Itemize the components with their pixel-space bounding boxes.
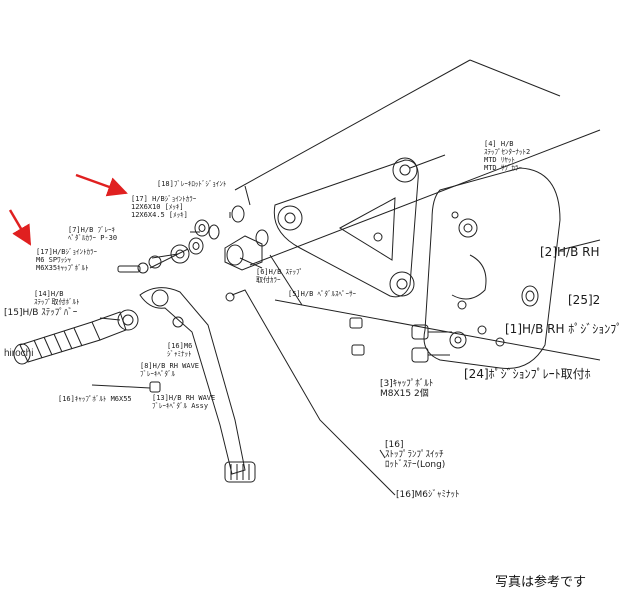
position-bolts: [349, 317, 452, 363]
guide-line: [234, 59, 471, 191]
label-part-1: [1]H/B RH ﾎﾟｼﾞｼｮﾝﾌﾟ: [505, 322, 622, 336]
m6-bolt: [91, 384, 151, 389]
label-part-7: [7]H/B ﾌﾞﾚｰｷﾍﾟﾀﾞﾙｶﾗｰ P-30: [68, 226, 118, 242]
indicator-arrow-left: [8, 209, 32, 246]
label-part-18: [18]ﾌﾞﾚｰｷﾛｯﾄﾞｼﾞｮｲﾝﾄ: [157, 180, 227, 188]
indicator-arrow-top: [75, 173, 128, 197]
label-part-15: [15]H/B ｽﾃｯﾌﾟﾊﾞｰ: [4, 308, 78, 318]
rh-position-plate: [423, 167, 561, 370]
watermark: hirochi: [4, 348, 34, 359]
label-part-24: [24]ﾎﾟｼﾞｼｮﾝﾌﾟﾚｰﾄ取付ﾎ: [464, 367, 591, 381]
collar-stack: [117, 205, 269, 274]
label-part-6: [6]H/B ｽﾃｯﾌﾟ取付ｶﾗｰ: [256, 268, 304, 284]
label-part-16-jam-nut: [16]M6ｼﾞｬﾐﾅｯﾄ: [396, 490, 460, 500]
label-part-16-bolt: [16]ｷｬｯﾌﾟﾎﾞﾙﾄ M6X55: [58, 395, 132, 403]
exploded-parts-drawing: [8, 59, 601, 496]
switch-rod: [231, 289, 396, 496]
reference-note: 写真は参考です: [494, 575, 586, 590]
label-part-5: [5]H/B ﾍﾟﾀﾞﾙｽﾍﾟｰｻｰ: [288, 290, 357, 298]
label-part-25: [25]2: [568, 293, 601, 307]
brake-pedal: [139, 287, 256, 483]
label-part-16-switch: [16]ｽﾄｯﾌﾟﾗﾝﾌﾟｽｲｯﾁﾛｯﾄﾞｽﾃｰ(Long): [385, 440, 446, 470]
label-part-2: [2]H/B RH: [540, 245, 600, 259]
